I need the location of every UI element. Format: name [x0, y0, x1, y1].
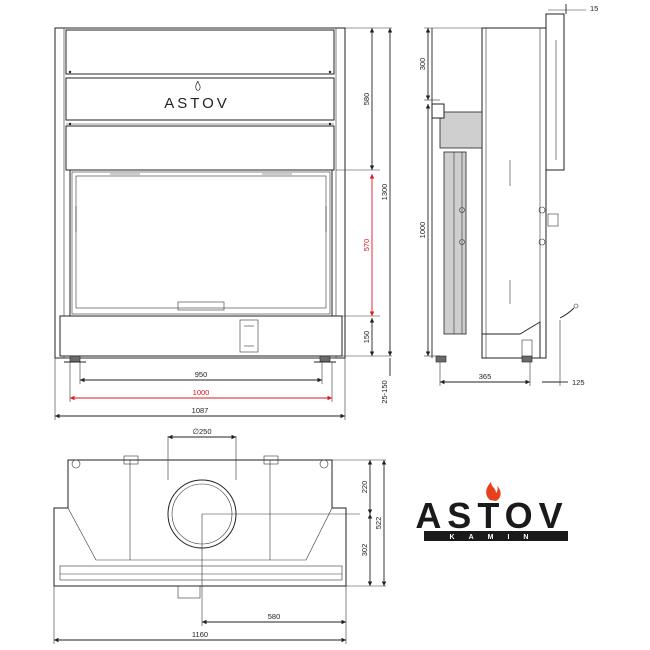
- dim-950: 950: [195, 370, 208, 379]
- dim-150: 150: [362, 331, 371, 344]
- side-rear-flue: [545, 13, 565, 171]
- hood-panel-top: [65, 29, 335, 75]
- logo-wordmark: ASTOV: [415, 495, 568, 536]
- dim-1000-side: 1000: [418, 222, 427, 239]
- side-door-profile: [443, 151, 467, 335]
- logo-tagline: KAMIN: [450, 534, 543, 541]
- logo-flame-icon: [486, 482, 501, 501]
- hood-panel-lower: [65, 125, 335, 171]
- brand-logo: ASTOV KAMIN: [415, 482, 568, 541]
- dim-302: 302: [360, 544, 369, 557]
- dim-1160: 1160: [192, 630, 208, 639]
- top-front-frame: [59, 565, 343, 581]
- logo-band: [424, 531, 568, 541]
- top-handle: [177, 585, 201, 599]
- front-brand-text: ASTOV: [164, 95, 230, 112]
- dim-220: 220: [360, 481, 369, 494]
- dim-580: 580: [362, 93, 371, 106]
- dim-1087: 1087: [192, 406, 209, 415]
- front-flame-icon: [195, 80, 201, 91]
- door-handle: [177, 301, 225, 311]
- dim-522: 522: [374, 517, 383, 530]
- firebox-frame: [69, 169, 333, 317]
- side-body: [481, 27, 547, 359]
- dim-250: ∅250: [192, 427, 211, 436]
- dim-125: 125: [572, 378, 585, 387]
- dim-1300: 1300: [380, 184, 389, 201]
- dim-570: 570: [362, 239, 371, 252]
- dim-365: 365: [479, 372, 492, 381]
- top-view: ∅250 220 302 522 580 1160: [53, 427, 387, 644]
- dim-15: 15: [590, 4, 598, 13]
- front-view: ASTOV 950 1000 1087 580 57: [54, 27, 393, 420]
- dim-1000: 1000: [193, 388, 210, 397]
- side-view: 15 300 1000 365 125: [418, 4, 598, 387]
- air-control: [239, 319, 259, 353]
- dim-25-150: 25-150: [380, 380, 389, 403]
- dim-300: 300: [418, 58, 427, 71]
- dim-580-top: 580: [268, 612, 281, 621]
- side-hood: [439, 111, 483, 149]
- glass-door: [75, 175, 327, 309]
- front-base: [59, 315, 343, 357]
